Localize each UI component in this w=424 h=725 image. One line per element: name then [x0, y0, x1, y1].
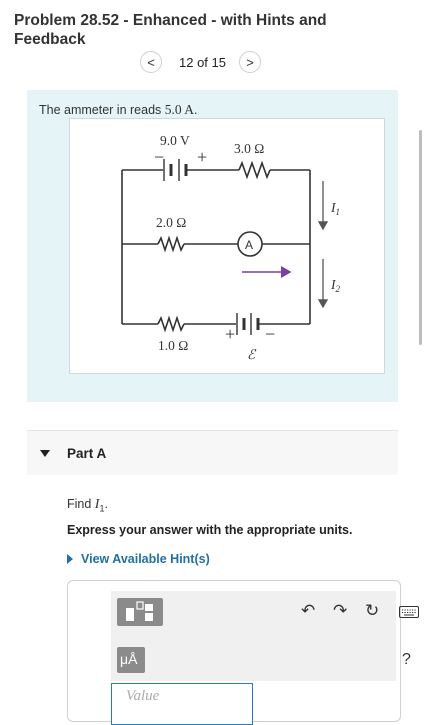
part-a-header[interactable]: Part A: [27, 430, 398, 475]
templates-button[interactable]: [117, 598, 163, 626]
ammeter-label: A: [245, 238, 253, 252]
find-prefix: Find: [67, 497, 95, 511]
resistor-1ohm-label: 1.0 Ω: [158, 338, 188, 353]
math-toolbar: μÅ ↶ ↷ ↻ ?: [111, 591, 419, 681]
problem-text-after: .: [194, 103, 198, 117]
chevron-left-icon: <: [147, 54, 155, 70]
answer-area: μÅ ↶ ↷ ↻ ? Value: [67, 580, 419, 725]
answer-placeholder: Value: [126, 688, 160, 704]
problem-counter: 12 of 15: [179, 54, 226, 70]
next-problem-button[interactable]: >: [239, 51, 261, 73]
find-variable: I: [94, 497, 100, 512]
ammeter-reading: 5.0 A: [164, 102, 195, 117]
reset-icon[interactable]: ↻: [365, 601, 380, 620]
page-title: Problem 28.52 - Enhanced - with Hints an…: [14, 12, 327, 48]
resistor-2ohm-label: 2.0 Ω: [156, 215, 186, 230]
view-hints-label: View Available Hint(s): [81, 552, 210, 566]
units-icon: μÅ: [120, 651, 138, 667]
find-prompt: Find I1.: [67, 497, 108, 514]
find-suffix: .: [104, 497, 108, 511]
problem-text: The ammeter in reads 5.0 A.: [39, 102, 198, 118]
battery-emf: [236, 313, 260, 335]
i1-label: I1: [330, 200, 340, 217]
battery-9v-plus: +: [197, 147, 207, 167]
problem-statement: The ammeter in reads 5.0 A.: [27, 90, 398, 402]
redo-icon[interactable]: ↷: [333, 601, 348, 620]
battery-9v: [163, 159, 188, 181]
chevron-right-icon: >: [246, 54, 254, 70]
answer-value-input[interactable]: Value: [111, 683, 253, 725]
resistor-3ohm-label: 3.0 Ω: [234, 141, 264, 156]
page-scrollbar[interactable]: [419, 130, 422, 345]
battery-emf-plus: +: [225, 324, 235, 344]
battery-emf-minus: −: [265, 324, 275, 344]
battery-9v-label: 9.0 V: [160, 133, 190, 148]
undo-icon[interactable]: ↶: [301, 601, 316, 620]
collapse-triangle-icon[interactable]: [40, 450, 50, 457]
i2-label: I2: [330, 277, 341, 294]
circuit-figure: 9.0 V − + 3.0 Ω 2.0 Ω A 1.0 Ω + − ℰ I1 I…: [69, 118, 385, 374]
units-button[interactable]: μÅ: [117, 647, 145, 673]
prev-problem-button[interactable]: <: [140, 51, 162, 73]
expand-triangle-icon: [67, 554, 73, 564]
help-icon[interactable]: ?: [402, 651, 411, 668]
circuit-diagram: 9.0 V − + 3.0 Ω 2.0 Ω A 1.0 Ω + − ℰ I1 I…: [121, 133, 341, 362]
keyboard-icon[interactable]: [399, 606, 419, 618]
view-hints-link[interactable]: View Available Hint(s): [67, 552, 210, 566]
resistor-1ohm: [157, 315, 185, 333]
find-variable-sub: 1: [99, 503, 105, 514]
part-a-label: Part A: [67, 446, 107, 461]
resistor-2ohm: [157, 235, 185, 253]
answer-instruction: Express your answer with the appropriate…: [67, 523, 353, 537]
ammeter-circle: [237, 231, 263, 257]
problem-text-before: The ammeter in reads: [39, 103, 165, 117]
battery-9v-minus: −: [154, 147, 164, 167]
problem-pager: < 12 of 15 >: [140, 50, 261, 74]
templates-icon: [126, 601, 153, 621]
resistor-3ohm: [238, 160, 271, 180]
emf-label: ℰ: [247, 347, 257, 362]
